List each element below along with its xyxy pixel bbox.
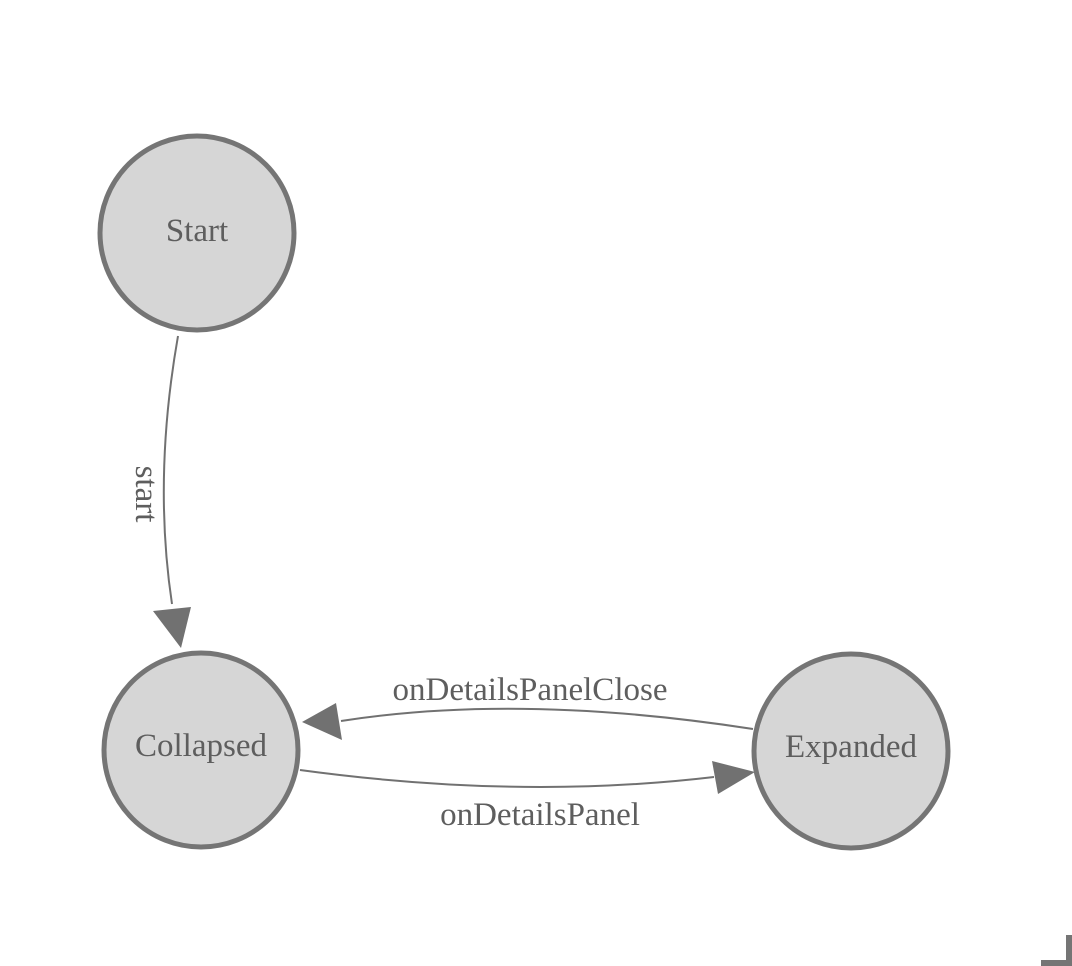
edge-path [340, 707, 754, 730]
transition-edge-start: start [128, 335, 191, 648]
state-circle[interactable] [101, 650, 301, 850]
state-node-collapsed[interactable]: Collapsed [101, 650, 301, 850]
edge-path [162, 335, 179, 605]
edge-arrowhead [302, 703, 342, 740]
edge-label-ondetailspanel: onDetailsPanel [440, 797, 640, 833]
edge-path [299, 769, 715, 788]
state-label-collapsed: Collapsed [135, 728, 267, 764]
state-circle[interactable] [97, 133, 297, 333]
state-label-expanded: Expanded [785, 729, 917, 765]
edge-arrowhead [712, 761, 755, 794]
state-circle[interactable] [751, 651, 951, 851]
edge-label-ondetailspanelclose: onDetailsPanelClose [393, 672, 668, 708]
edge-arrowhead [153, 607, 191, 648]
state-label-start: Start [166, 213, 228, 249]
transition-edge-ondetailspanelclose: onDetailsPanelClose [302, 672, 754, 740]
edge-label-start: start [128, 466, 164, 523]
canvas-border-corner [1041, 935, 1072, 966]
state-node-expanded[interactable]: Expanded [751, 651, 951, 851]
transition-edge-ondetailspanel: onDetailsPanel [299, 761, 755, 833]
state-node-start[interactable]: Start [97, 133, 297, 333]
